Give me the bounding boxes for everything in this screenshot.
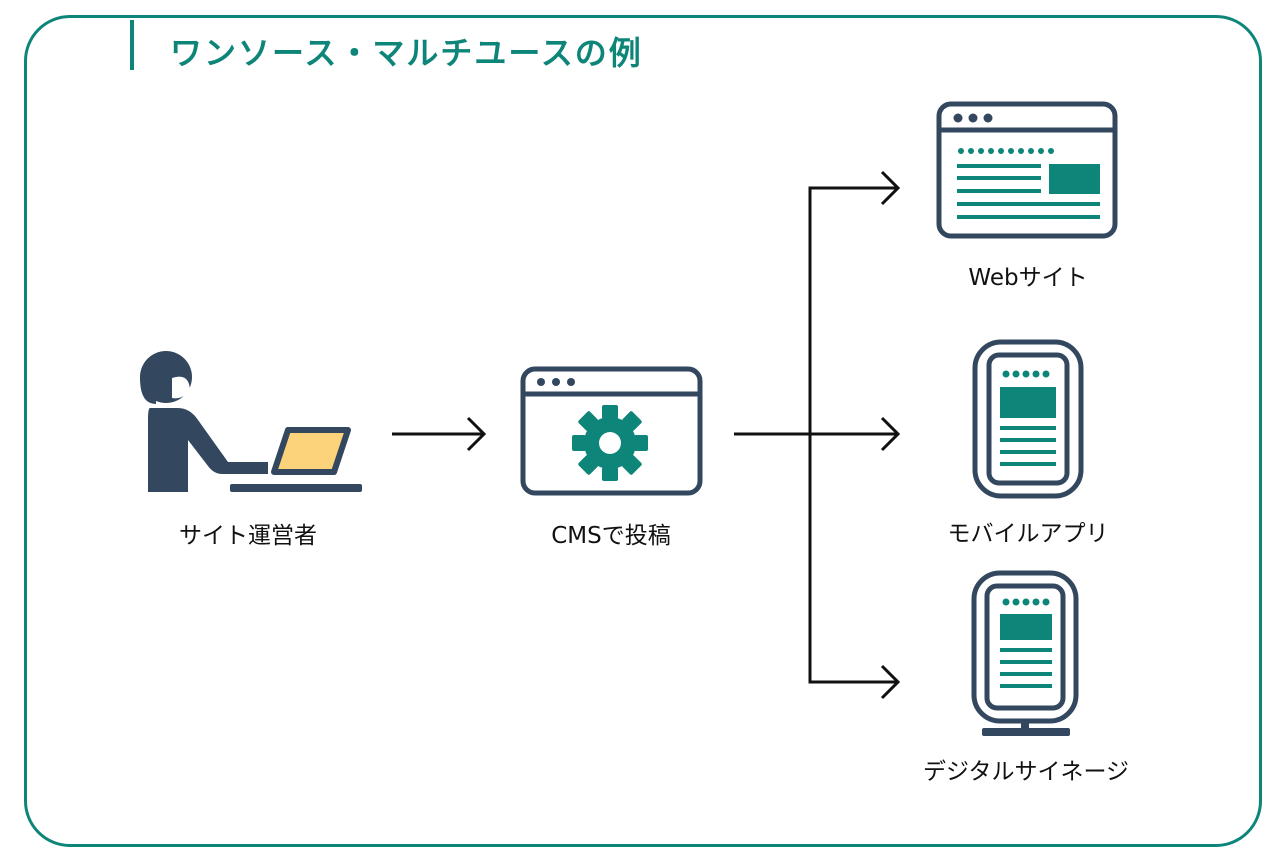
person-laptop-icon: [140, 351, 362, 492]
mobile-label: モバイルアプリ: [947, 521, 1109, 547]
operator-label: サイト運営者: [179, 523, 317, 549]
arrow-to-web: [808, 186, 896, 434]
title-accent-bar: [130, 20, 134, 70]
arrow-to-cms: [392, 416, 487, 452]
cms-gear-window-icon: [520, 366, 703, 496]
digital-signage-icon: [971, 570, 1079, 736]
smartphone-icon: [972, 339, 1084, 499]
cms-label: CMSで投稿: [551, 523, 671, 549]
diagram-frame: [24, 15, 1262, 847]
branch-arrows: [734, 170, 901, 700]
signage-label: デジタルサイネージ: [922, 759, 1130, 785]
arrow-to-signage: [808, 434, 896, 684]
diagram-title: ワンソース・マルチユースの例: [170, 34, 643, 72]
web-label: Webサイト: [968, 265, 1088, 291]
browser-window-icon: [936, 101, 1118, 239]
